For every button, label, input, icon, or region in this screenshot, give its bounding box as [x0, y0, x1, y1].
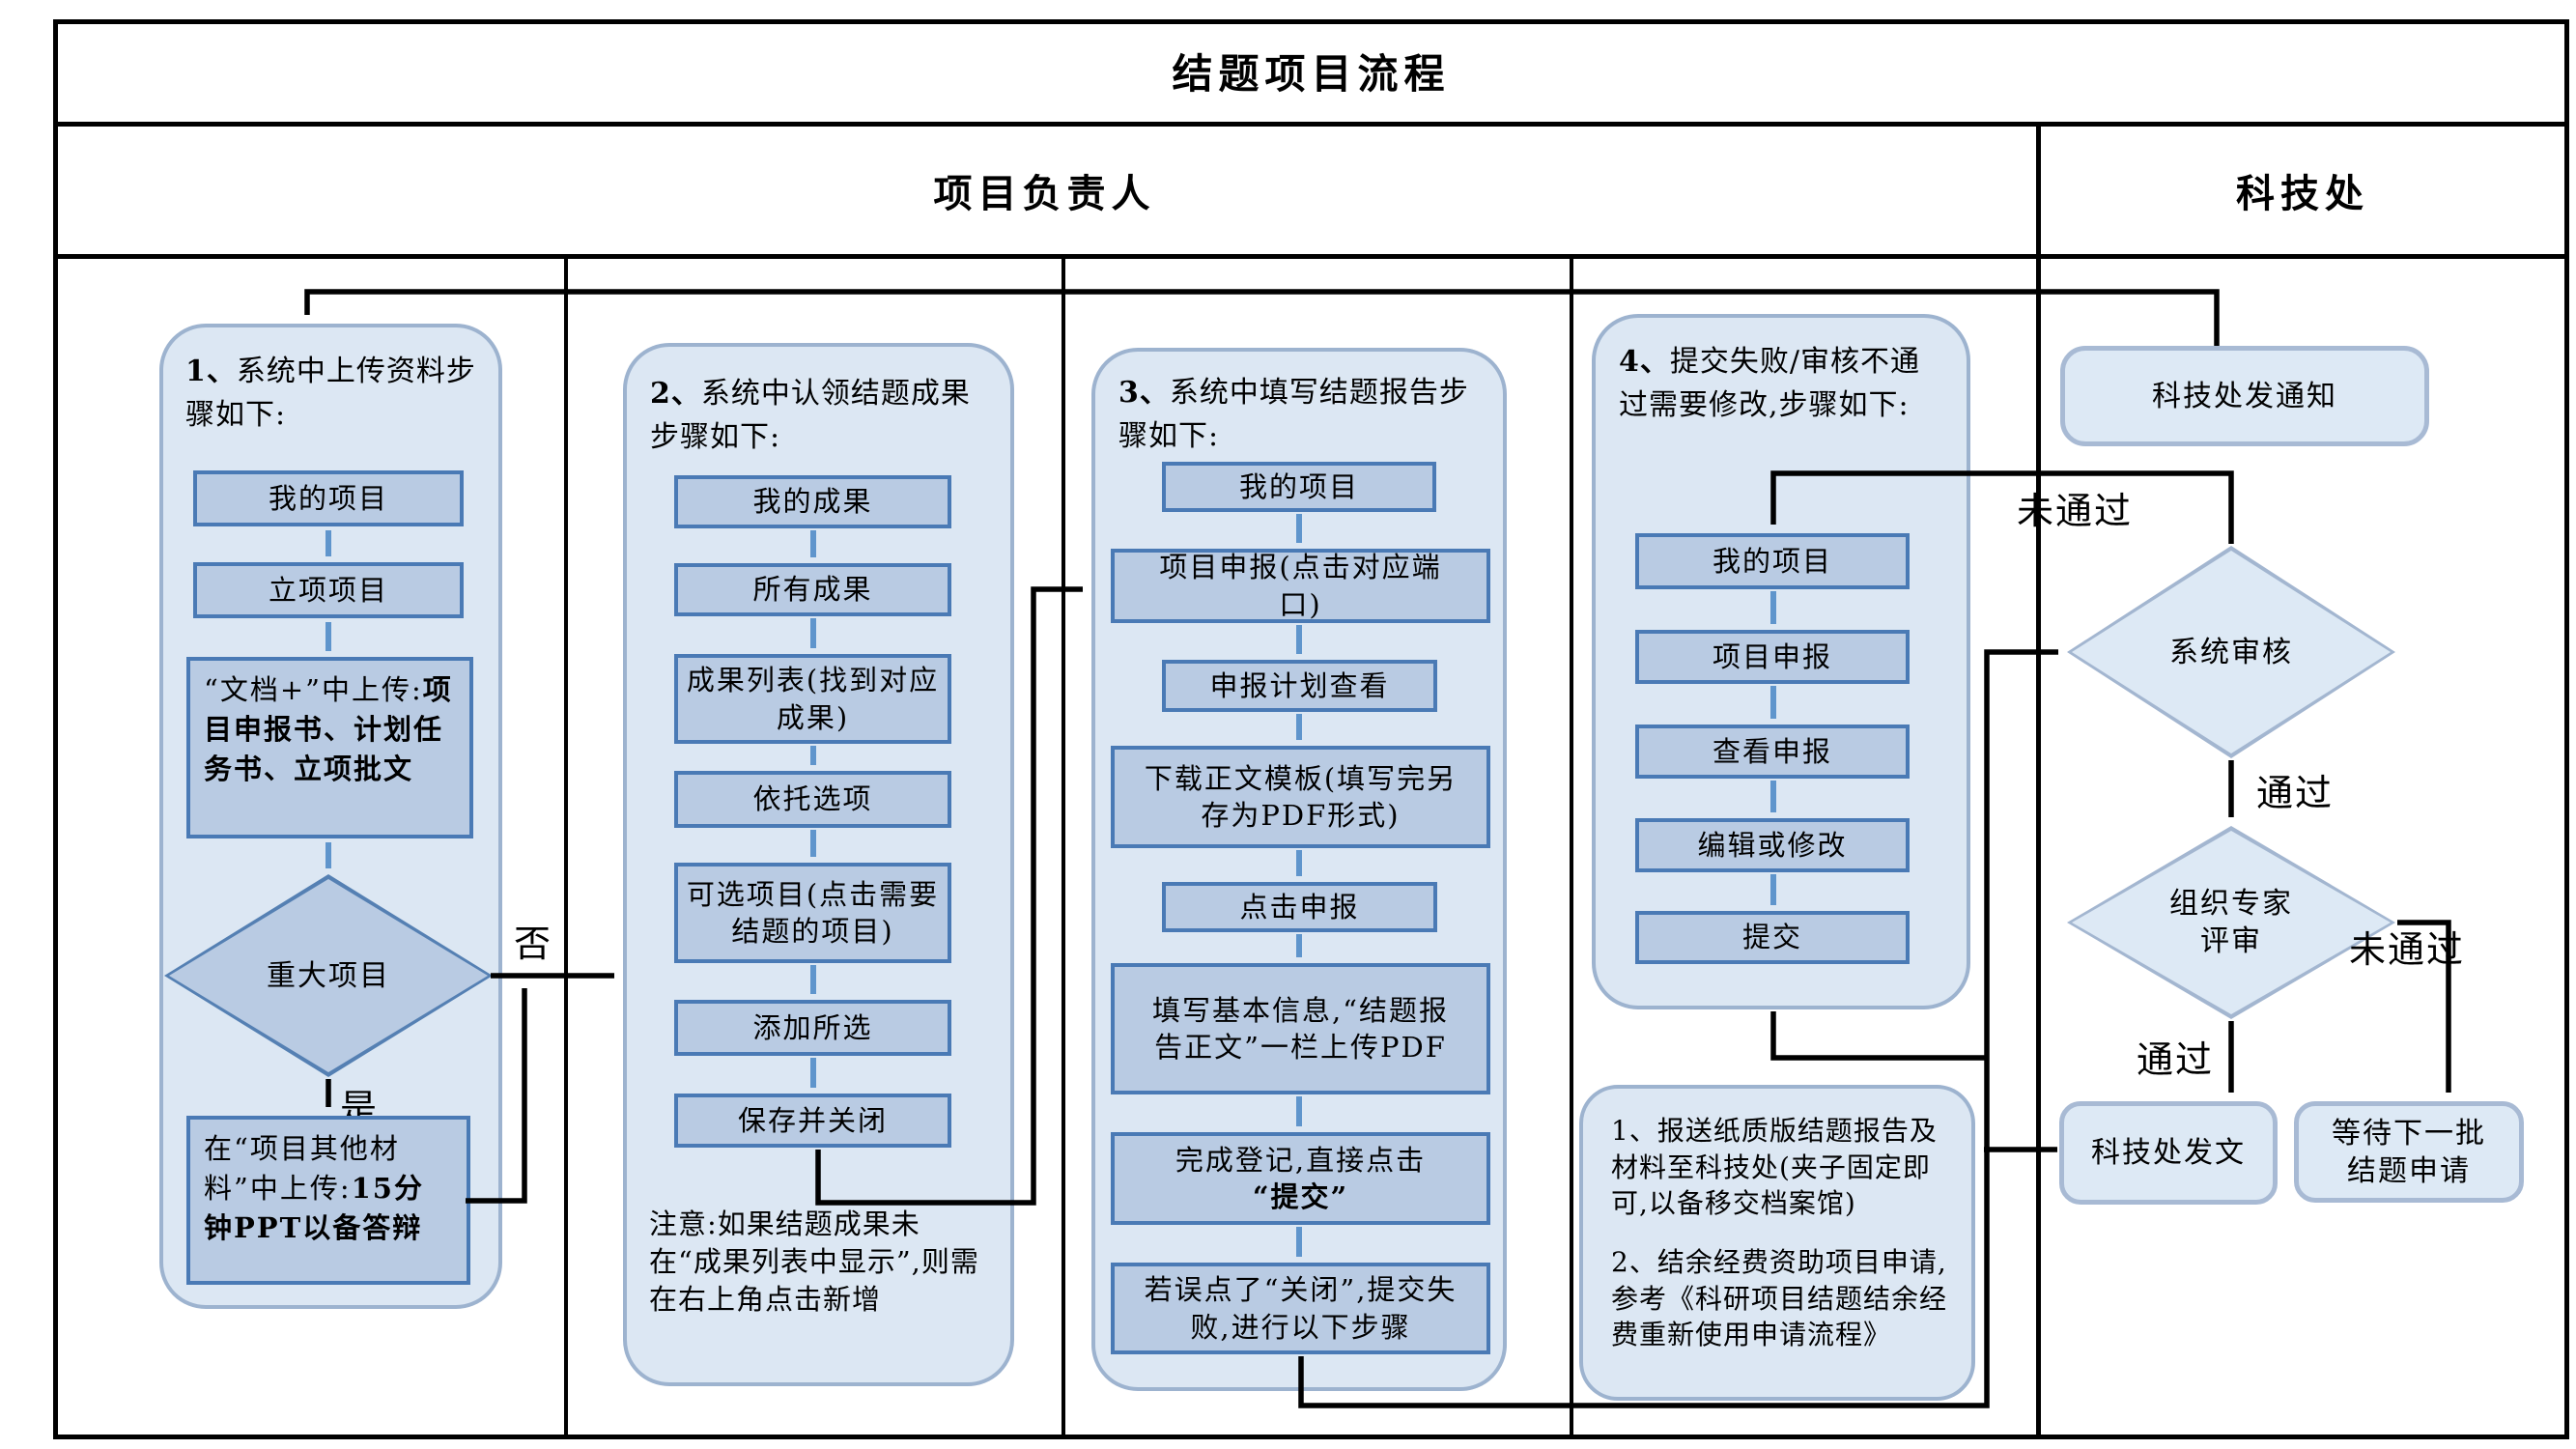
container-step1-text: 系统中上传资料步骤如下: — [185, 355, 476, 432]
lane-row-separator — [53, 254, 2569, 259]
step-project-declare-4: 项目申报 — [1635, 630, 1910, 684]
page-title-text: 结题项目流程 — [1172, 49, 1451, 98]
container-step4-number: 4、 — [1619, 345, 1670, 379]
step-reliance-option: 依托选项 — [674, 771, 951, 828]
step-my-achievements: 我的成果 — [674, 475, 951, 528]
container-step3-title: 3、系统中填写结题报告步骤如下: — [1118, 371, 1497, 458]
container-step2-number: 2、 — [650, 377, 701, 411]
step-label-pre: 完成登记,直接点击 — [1175, 1143, 1427, 1177]
office-lane-divider — [2036, 122, 2041, 1439]
container-step3-text: 系统中填写结题报告步骤如下: — [1118, 376, 1469, 453]
step-label: 我的项目 — [1712, 544, 1832, 578]
step-label: 点击申报 — [1239, 890, 1360, 923]
step-label: 可选项目(点击需要结题的项目) — [686, 877, 940, 948]
office-wait-next-box: 等待下一批结题申请 — [2294, 1101, 2524, 1203]
label-fail-expert: 未通过 — [2349, 928, 2466, 971]
step-label: “文档+”中上传: — [204, 673, 423, 706]
step-label: 依托选项 — [752, 782, 873, 816]
step-finish-and-submit: 完成登记,直接点击“提交” — [1111, 1132, 1490, 1225]
step-label: 添加所选 — [752, 1010, 873, 1044]
column-divider-1 — [564, 254, 568, 1439]
note-new-achievement: 注意:如果结题成果未在“成果列表中显示”,则需在右上角点击新增 — [649, 1208, 979, 1316]
container-step2-text: 系统中认领结题成果步骤如下: — [650, 377, 971, 454]
step-project-declare-port: 项目申报(点击对应端口) — [1111, 549, 1490, 623]
paper-note-item2: 2、结余经费资助项目申请,参考《科研项目结题结余经费重新使用申请流程》 — [1611, 1246, 1948, 1351]
decision-label-line2: 评审 — [2200, 924, 2262, 958]
decision-label: 重大项目 — [267, 958, 390, 993]
container-step2-title: 2、系统中认领结题成果步骤如下: — [650, 372, 973, 459]
step-approved-projects: 立项项目 — [193, 562, 464, 618]
step-view-declare-plan: 申报计划查看 — [1162, 660, 1437, 712]
lane-owner-text: 项目负责人 — [933, 171, 1156, 216]
label-pass-expert: 通过 — [2137, 1038, 2215, 1081]
container-step3-number: 3、 — [1118, 376, 1170, 410]
step-label-bold: “提交” — [1252, 1180, 1349, 1213]
container-step1-number: 1、 — [185, 355, 237, 388]
column-divider-2 — [1062, 254, 1065, 1439]
container-step4-text: 提交失败/审核不通过需要修改,步骤如下: — [1619, 345, 1920, 422]
step-add-selected: 添加所选 — [674, 1000, 951, 1056]
step-label: 编辑或修改 — [1697, 828, 1848, 862]
label-fail-system: 未通过 — [2017, 490, 2134, 532]
step-label: 我的项目 — [268, 481, 388, 515]
decision-label-line1: 组织专家 — [2169, 887, 2293, 921]
step-all-achievements: 所有成果 — [674, 563, 951, 616]
step-submit: 提交 — [1635, 911, 1910, 964]
paper-note-item1: 1、报送纸质版结题报告及材料至科技处(夹子固定即可,以备移交档案馆) — [1611, 1115, 1938, 1220]
step-label: 提交 — [1741, 921, 1802, 954]
container-step1-title: 1、系统中上传资料步骤如下: — [185, 350, 483, 437]
step-label: 项目申报(点击对应端口) — [1159, 551, 1442, 621]
step-label: 保存并关闭 — [737, 1103, 888, 1137]
title-row-separator — [53, 122, 2569, 127]
step-my-projects-3: 我的项目 — [1162, 462, 1436, 512]
step-label: 若误点了“关闭”,提交失败,进行以下步骤 — [1144, 1273, 1458, 1344]
step-label: 完成登记,直接点击“提交” — [1175, 1142, 1426, 1216]
step-label: 查看申报 — [1712, 734, 1832, 768]
label-no: 否 — [514, 923, 553, 965]
step-selectable-projects: 可选项目(点击需要结题的项目) — [674, 863, 951, 963]
lane-office-text: 科技处 — [2236, 171, 2369, 216]
outer-border — [53, 19, 2569, 1439]
step-label: 项目申报 — [1712, 639, 1832, 673]
step-label: 填写基本信息,“结题报告正文”一栏上传PDF — [1151, 993, 1450, 1064]
lane-header-owner: 项目负责人 — [53, 127, 2036, 254]
step-label: 申报计划查看 — [1209, 668, 1390, 702]
step-upload-ppt: 在“项目其他材料”中上传:15分钟PPT以备答辩 — [186, 1116, 470, 1285]
step-download-template: 下载正文模板(填写完另存为PDF形式) — [1111, 746, 1490, 848]
step-label: 我的成果 — [752, 485, 873, 519]
page-title: 结题项目流程 — [53, 19, 2569, 122]
office-notify-box: 科技处发通知 — [2060, 346, 2429, 446]
step-view-declare-4: 查看申报 — [1635, 724, 1910, 779]
container-step4-title: 4、提交失败/审核不通过需要修改,步骤如下: — [1619, 340, 1924, 427]
step-fill-basic-info: 填写基本信息,“结题报告正文”一栏上传PDF — [1111, 963, 1490, 1094]
label-pass-system: 通过 — [2256, 772, 2335, 814]
office-issue-doc-label: 科技处发文 — [2091, 1136, 2246, 1170]
step-achievement-list: 成果列表(找到对应成果) — [674, 654, 951, 744]
step-label: 下载正文模板(填写完另存为PDF形式) — [1144, 761, 1458, 832]
step-label: 在“项目其他材料”中上传: — [204, 1132, 400, 1206]
office-notify-label: 科技处发通知 — [2152, 379, 2337, 413]
step-save-and-close: 保存并关闭 — [674, 1094, 951, 1148]
step-my-projects-1: 我的项目 — [193, 470, 464, 526]
step-label-bold: 项目申报书、计划任务书、立项批文 — [204, 673, 453, 786]
step-label-bold: 15分钟PPT以备答辩 — [204, 1172, 424, 1245]
office-issue-doc-box: 科技处发文 — [2059, 1101, 2278, 1205]
step-label: 所有成果 — [752, 573, 873, 607]
decision-label: 组织专家评审 — [2169, 885, 2293, 960]
step-label: 立项项目 — [268, 573, 388, 607]
step-upload-documents: “文档+”中上传:项目申报书、计划任务书、立项批文 — [186, 657, 473, 838]
step-label: 我的项目 — [1238, 469, 1359, 503]
step-edit-or-modify: 编辑或修改 — [1635, 818, 1910, 872]
decision-label: 系统审核 — [2169, 635, 2293, 669]
lane-header-office: 科技处 — [2036, 127, 2569, 254]
column-divider-3 — [1570, 254, 1573, 1439]
office-wait-next-label: 等待下一批结题申请 — [2332, 1116, 2486, 1188]
step-my-projects-4: 我的项目 — [1635, 533, 1910, 589]
step-click-declare: 点击申报 — [1162, 882, 1437, 932]
step-label: 成果列表(找到对应成果) — [686, 664, 940, 734]
step-wrong-close-warning: 若误点了“关闭”,提交失败,进行以下步骤 — [1111, 1263, 1490, 1354]
